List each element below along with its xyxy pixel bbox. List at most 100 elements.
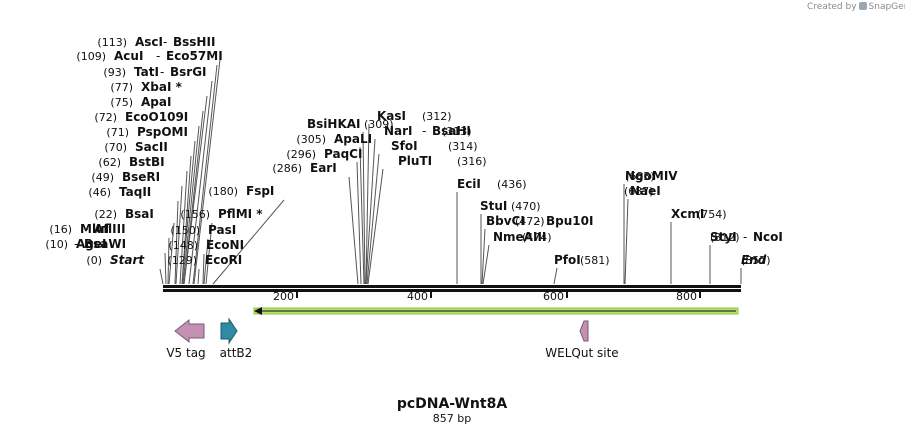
site-position-pspomi: (71) (106, 126, 129, 139)
site-position-bstbi: (62) (98, 156, 121, 169)
site-name-ngomiv: NgoMIV (625, 169, 678, 183)
site-name-styi: StyI (710, 230, 737, 244)
site-pasi[interactable]: (150) PasI (170, 223, 236, 237)
site-mlui[interactable]: (16)MluI-AflIII (49, 222, 125, 236)
site-name2-tati: BsrGI (170, 65, 207, 79)
site-paqci[interactable]: (296)PaqCI (286, 147, 362, 161)
site-nmeaiii[interactable]: NmeAIII(474) (493, 230, 552, 244)
site-styi[interactable]: StyI-NcoI(812) (710, 230, 783, 244)
site-ecori[interactable]: (129)EcoRI (167, 253, 242, 267)
site-name2-asci: BssHII (173, 35, 215, 49)
site-leader-line-pfoi (553, 267, 558, 285)
site-leader-line-agei (164, 252, 167, 285)
site-leader-line-kasi (365, 123, 370, 285)
site-bseri[interactable]: (49)BseRI (91, 170, 160, 184)
site-name-pasi: PasI (208, 223, 236, 237)
site-leader-line-xbai (183, 95, 208, 285)
site-name-bstbi: BstBI (129, 155, 165, 169)
site-leader-line-mlui (167, 237, 170, 285)
site-name-mlui: MluI (80, 222, 109, 236)
site-stui[interactable]: StuI(470) (480, 199, 541, 213)
site-leader-line-apali (359, 146, 365, 285)
site-position-ecii: (436) (497, 178, 527, 191)
site-tati[interactable]: (93)TatI-BsrGI (103, 65, 206, 79)
feature-welqut-site[interactable]: WELQut site (545, 320, 619, 360)
site-apai[interactable]: (75)ApaI (110, 95, 171, 109)
site-ngomiv[interactable]: NgoMIV(685) (625, 169, 678, 183)
site-asci[interactable]: (113)AscI-BssHII (97, 35, 215, 49)
site-ecii[interactable]: EciI (436) (457, 177, 527, 191)
site-name-fspi: FspI (246, 184, 274, 198)
tick-label-400: 400 (407, 290, 428, 303)
site-taqii[interactable]: (46)TaqII (88, 185, 151, 199)
site-end[interactable]: End(857) (741, 253, 771, 267)
site-position-pasi: (150) (170, 224, 200, 237)
site-bsihkai[interactable]: BsiHKAI(309) (307, 117, 394, 131)
site-leader-line-pluti (367, 168, 384, 285)
site-start[interactable]: (0)Start (86, 253, 145, 267)
site-name-start: Start (110, 253, 145, 267)
site-name-sfoi: SfoI (391, 139, 418, 153)
feature-attb2[interactable]: attB2 (220, 317, 253, 360)
site-name-xcmi: XcmI (671, 207, 704, 221)
site-apali[interactable]: (305)ApaLI (296, 132, 372, 146)
site-ecoo109i[interactable]: (72)EcoO109I (94, 110, 188, 124)
site-position-stui: (470) (511, 200, 541, 213)
site-sacii[interactable]: (70)SacII (104, 140, 167, 154)
site-bsai[interactable]: (22)BsaI (94, 207, 153, 221)
site-xbai[interactable]: (77)XbaI * (110, 80, 182, 94)
site-name-paqci: PaqCI (324, 147, 362, 161)
site-bstbi[interactable]: (62) BstBI (98, 155, 164, 169)
site-position-end: (857) (741, 254, 771, 267)
site-name-pfoi: PfoI (554, 253, 581, 267)
site-name-pspomi: PspOMI (137, 125, 188, 139)
site-leader-line-bsihkai (362, 131, 366, 285)
site-position-xcmi: (754) (697, 208, 727, 221)
site-kasi[interactable]: KasI(312) (377, 109, 452, 123)
site-fspi[interactable]: (180)FspI (208, 184, 274, 198)
site-name-taqii: TaqII (119, 185, 151, 199)
site-position-kasi: (312) (422, 110, 452, 123)
orf-arrow[interactable] (253, 307, 739, 315)
site-econi[interactable]: (148)EcoNI (168, 238, 244, 252)
site-naei[interactable]: NaeI(687) (624, 184, 661, 198)
site-position-pluti: (316) (457, 155, 487, 168)
site-agei[interactable]: (10)AgeI-BsaWI (45, 237, 126, 251)
site-acui[interactable]: (109)AcuI-Eco57MI (76, 49, 222, 63)
site-leader-line-bstbi (179, 170, 188, 285)
site-xcmi[interactable]: XcmI(754) (671, 207, 727, 221)
credit-brand: SnapGene (868, 2, 905, 12)
site-leader-line-eari (348, 176, 359, 285)
site-name-xbai: XbaI * (141, 80, 183, 94)
site-leader-line-naei (624, 198, 629, 285)
site-name-apali: ApaLI (334, 132, 372, 146)
site-leader-line-ecori (197, 268, 200, 285)
site-pluti[interactable]: PluTI(316) (398, 154, 487, 168)
site-separator-styi: - (743, 230, 747, 244)
dna-backbone (163, 285, 741, 292)
site-eari[interactable]: (286)EarI (272, 161, 336, 175)
site-sfoi[interactable]: SfoI(314) (391, 139, 478, 153)
site-position-tati: (93) (103, 66, 126, 79)
site-pfoi[interactable]: PfoI(581) (554, 253, 610, 267)
site-leader-line-nari (365, 138, 376, 285)
site-position-sacii: (70) (104, 141, 127, 154)
feature-v5-tag[interactable]: V5 tag (166, 318, 206, 360)
site-pspomi[interactable]: (71) PspOMI (106, 125, 188, 139)
site-leader-line-pspomi (181, 140, 196, 285)
site-bbvci[interactable]: BbvCI-Bpu10I(472) (486, 214, 593, 228)
site-leader-line-start (159, 268, 164, 285)
plasmid-length: 857 bp (433, 412, 471, 425)
site-nari[interactable]: NarI-BsaHI(313) (384, 124, 472, 138)
site-name-agei: AgeI (76, 237, 106, 251)
site-name2-bbvci: Bpu10I (546, 214, 593, 228)
site-pflmi[interactable]: (156)PflMI * (180, 207, 263, 221)
backbone-top-strand (163, 285, 741, 288)
site-leader-line-bseri (175, 185, 183, 285)
site-leader-line-nmeaiii (482, 244, 490, 285)
site-leader-line-pasi (203, 238, 209, 285)
site-position-apai: (75) (110, 96, 133, 109)
site-leader-line-taqii (174, 200, 179, 285)
feature-label-v5-tag: V5 tag (166, 346, 205, 360)
site-name-ecii: EciI (457, 177, 481, 191)
